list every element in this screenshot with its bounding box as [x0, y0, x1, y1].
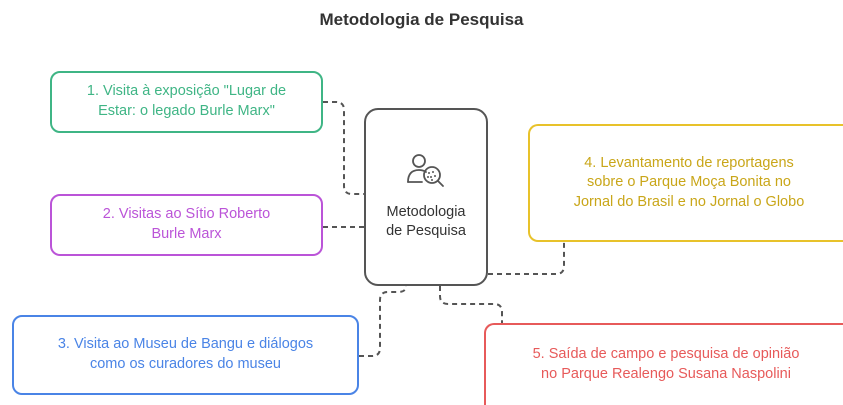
- diagram-title: Metodologia de Pesquisa: [319, 10, 524, 29]
- step-3-line-1: 3. Visita ao Museu de Bangu e diálogos: [57, 336, 314, 353]
- connector-1: [323, 101, 364, 195]
- step-1-line-1: 1. Visita à exposição "Lugar de: [86, 83, 287, 100]
- step-2-line-1: 2. Visitas ao Sítio Roberto: [102, 206, 271, 223]
- connector-3: [359, 285, 407, 357]
- step-3-line-2: como os curadores do museu: [89, 356, 281, 372]
- step-2-node: 2. Visitas ao Sítio Roberto Burle Marx: [50, 194, 323, 256]
- step-1-node: 1. Visita à exposição "Lugar de Estar: o…: [50, 71, 323, 133]
- center-label-line-1: Metodologia: [386, 203, 466, 220]
- center-label-line-2: de Pesquisa: [386, 223, 466, 240]
- connector-4: [488, 242, 565, 275]
- user-search-icon: [406, 152, 446, 195]
- center-node: Metodologia de Pesquisa: [364, 108, 488, 286]
- step-4-node: 4. Levantamento de reportagens sobre o P…: [528, 124, 843, 242]
- step-2-line-2: Burle Marx: [151, 226, 222, 242]
- step-5-node: 5. Saída de campo e pesquisa de opinião …: [484, 323, 843, 405]
- step-3-node: 3. Visita ao Museu de Bangu e diálogos c…: [12, 315, 359, 395]
- step-4-line-1: 4. Levantamento de reportagens: [584, 154, 794, 171]
- step-5-line-2: no Parque Realengo Susana Naspolini: [541, 366, 791, 382]
- connector-5: [439, 286, 503, 323]
- step-4-line-3: Jornal do Brasil e no Jornal o Globo: [573, 193, 805, 210]
- step-5-line-1: 5. Saída de campo e pesquisa de opinião: [532, 346, 800, 363]
- step-4-line-2: sobre o Parque Moça Bonita no: [587, 174, 791, 191]
- step-1-line-2: Estar: o legado Burle Marx": [98, 103, 275, 119]
